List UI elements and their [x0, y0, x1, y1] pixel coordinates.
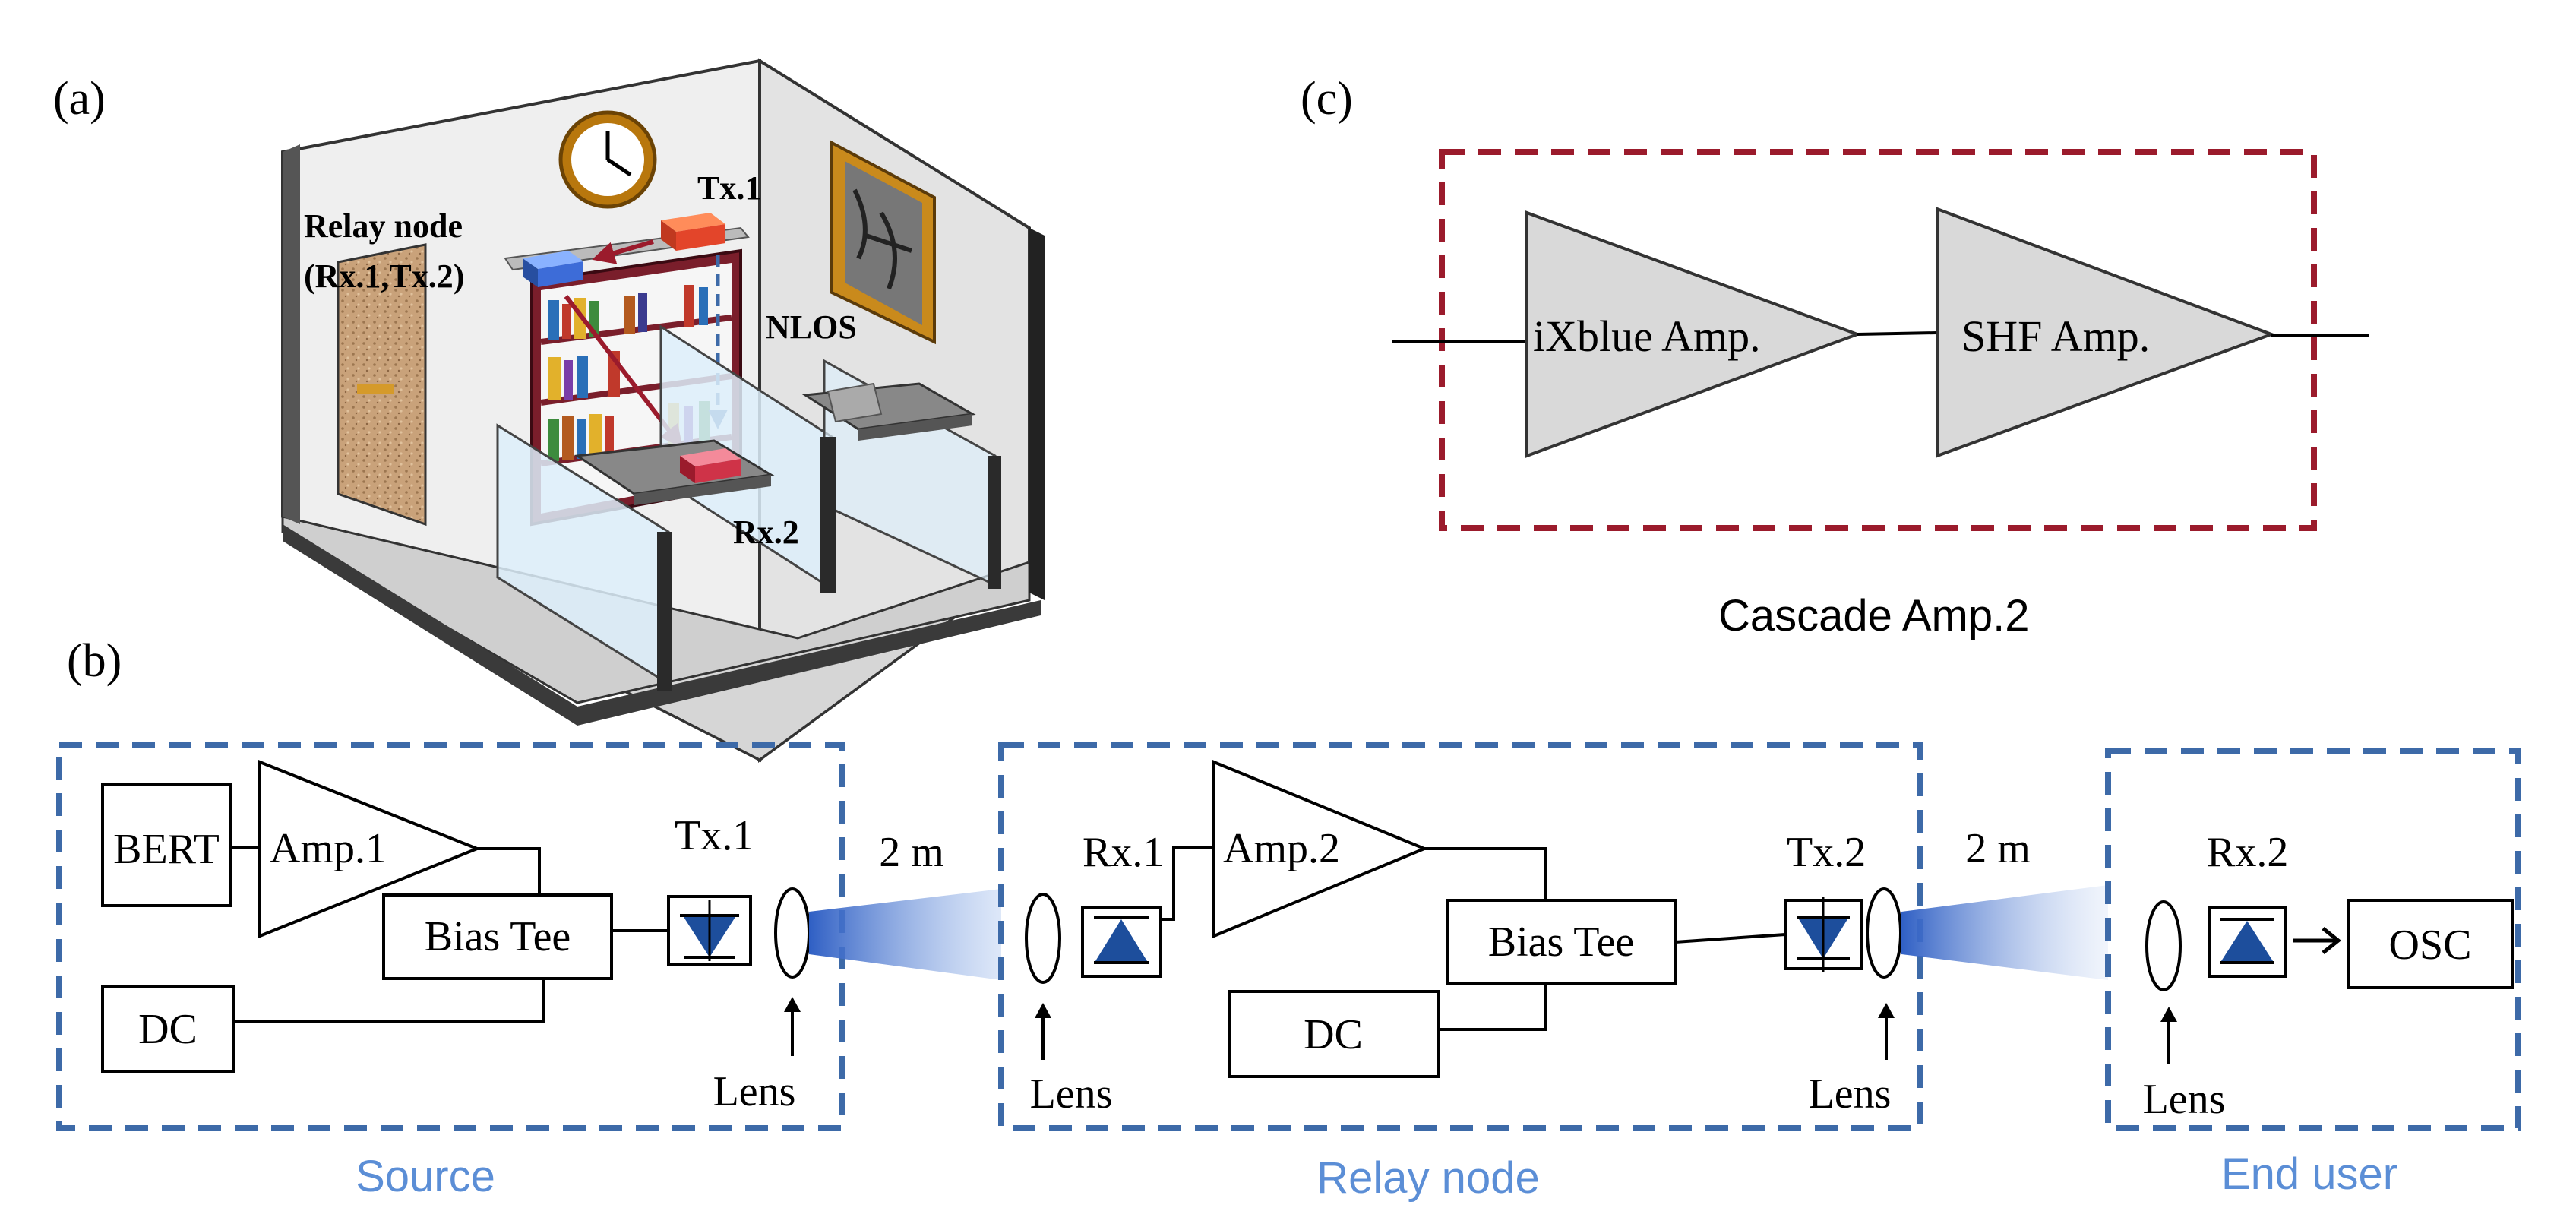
- amp1-triangle: [258, 760, 482, 938]
- source-lens-label: Lens: [713, 1068, 796, 1115]
- bert-label: BERT: [113, 826, 220, 873]
- ixblue-amp-label: iXblue Amp.: [1533, 311, 1761, 361]
- rx1-label: Rx.1: [1083, 829, 1164, 876]
- beam-source-to-relay: [809, 889, 1001, 980]
- source-caption: Source: [356, 1152, 495, 1201]
- source-dc-label: DC: [138, 1006, 198, 1053]
- source-lens: [774, 887, 811, 979]
- relay-dc-label: DC: [1304, 1011, 1363, 1058]
- relay-lens-left: [1025, 893, 1061, 984]
- source-bias-tee-block: [382, 893, 613, 980]
- ixblue-amp-triangle: [1525, 210, 1862, 458]
- end-user-dashed-box: [2105, 748, 2521, 1131]
- source-dc-block: [101, 985, 235, 1073]
- amp2-triangle: [1212, 760, 1429, 938]
- panel-label-c: (c): [1301, 73, 1353, 125]
- rx2-label: Rx.2: [2207, 829, 2288, 876]
- room-label-relay-node-ids: (Rx.1,Tx.2): [304, 258, 464, 295]
- panel-label-a: (a): [53, 73, 106, 125]
- end-user-lens: [2145, 900, 2182, 991]
- room-label-nlos: NLOS: [766, 308, 857, 346]
- tx1-led-icon: [667, 895, 752, 966]
- tx2-led-icon: [1784, 897, 1863, 972]
- amp2-label: Amp.2: [1223, 825, 1340, 872]
- osc-label: OSC: [2389, 922, 2472, 969]
- room-label-tx1: Tx.1: [697, 169, 761, 207]
- distance-label-1: 2 m: [879, 829, 944, 876]
- distance-label-2: 2 m: [1965, 825, 2031, 872]
- relay-caption: Relay node: [1316, 1153, 1539, 1203]
- source-bias-tee-label: Bias Tee: [425, 913, 571, 960]
- beam-relay-to-end-user: [1901, 885, 2108, 980]
- panel-label-b: (b): [67, 635, 122, 687]
- relay-lens-right: [1866, 887, 1902, 979]
- bert-block: [101, 783, 232, 907]
- clock-icon: [558, 110, 657, 209]
- end-user-lens-label: Lens: [2143, 1076, 2226, 1123]
- tx1-to-relay-arrow: [592, 239, 654, 264]
- rx1-photodiode-icon: [1081, 906, 1162, 978]
- rx2-photodiode-icon: [2208, 906, 2287, 978]
- room-illustration: [281, 58, 1045, 763]
- cascade-dashed-box: [1439, 149, 2317, 531]
- end-user-caption: End user: [2221, 1150, 2397, 1199]
- tx2-label: Tx.2: [1787, 829, 1866, 876]
- shf-amp-label: SHF Amp.: [1961, 311, 2150, 361]
- osc-block: [2347, 899, 2514, 989]
- relay-lens-left-label: Lens: [1030, 1070, 1113, 1118]
- room-label-rx2: Rx.2: [733, 514, 799, 551]
- painting-icon: [830, 140, 936, 345]
- rx2-box: [680, 448, 741, 483]
- relay-box: [523, 251, 583, 287]
- tx1-label: Tx.1: [675, 812, 754, 859]
- relay-bias-tee-label: Bias Tee: [1488, 919, 1635, 966]
- relay-dc-block: [1228, 990, 1440, 1078]
- room-label-relay-node: Relay node: [304, 207, 463, 245]
- cascade-caption: Cascade Amp.2: [1718, 591, 2029, 640]
- amp1-label: Amp.1: [270, 825, 387, 872]
- shf-amp-triangle: [1936, 207, 2276, 458]
- relay-lens-right-label: Lens: [1809, 1070, 1892, 1118]
- tx1-box: [661, 213, 725, 251]
